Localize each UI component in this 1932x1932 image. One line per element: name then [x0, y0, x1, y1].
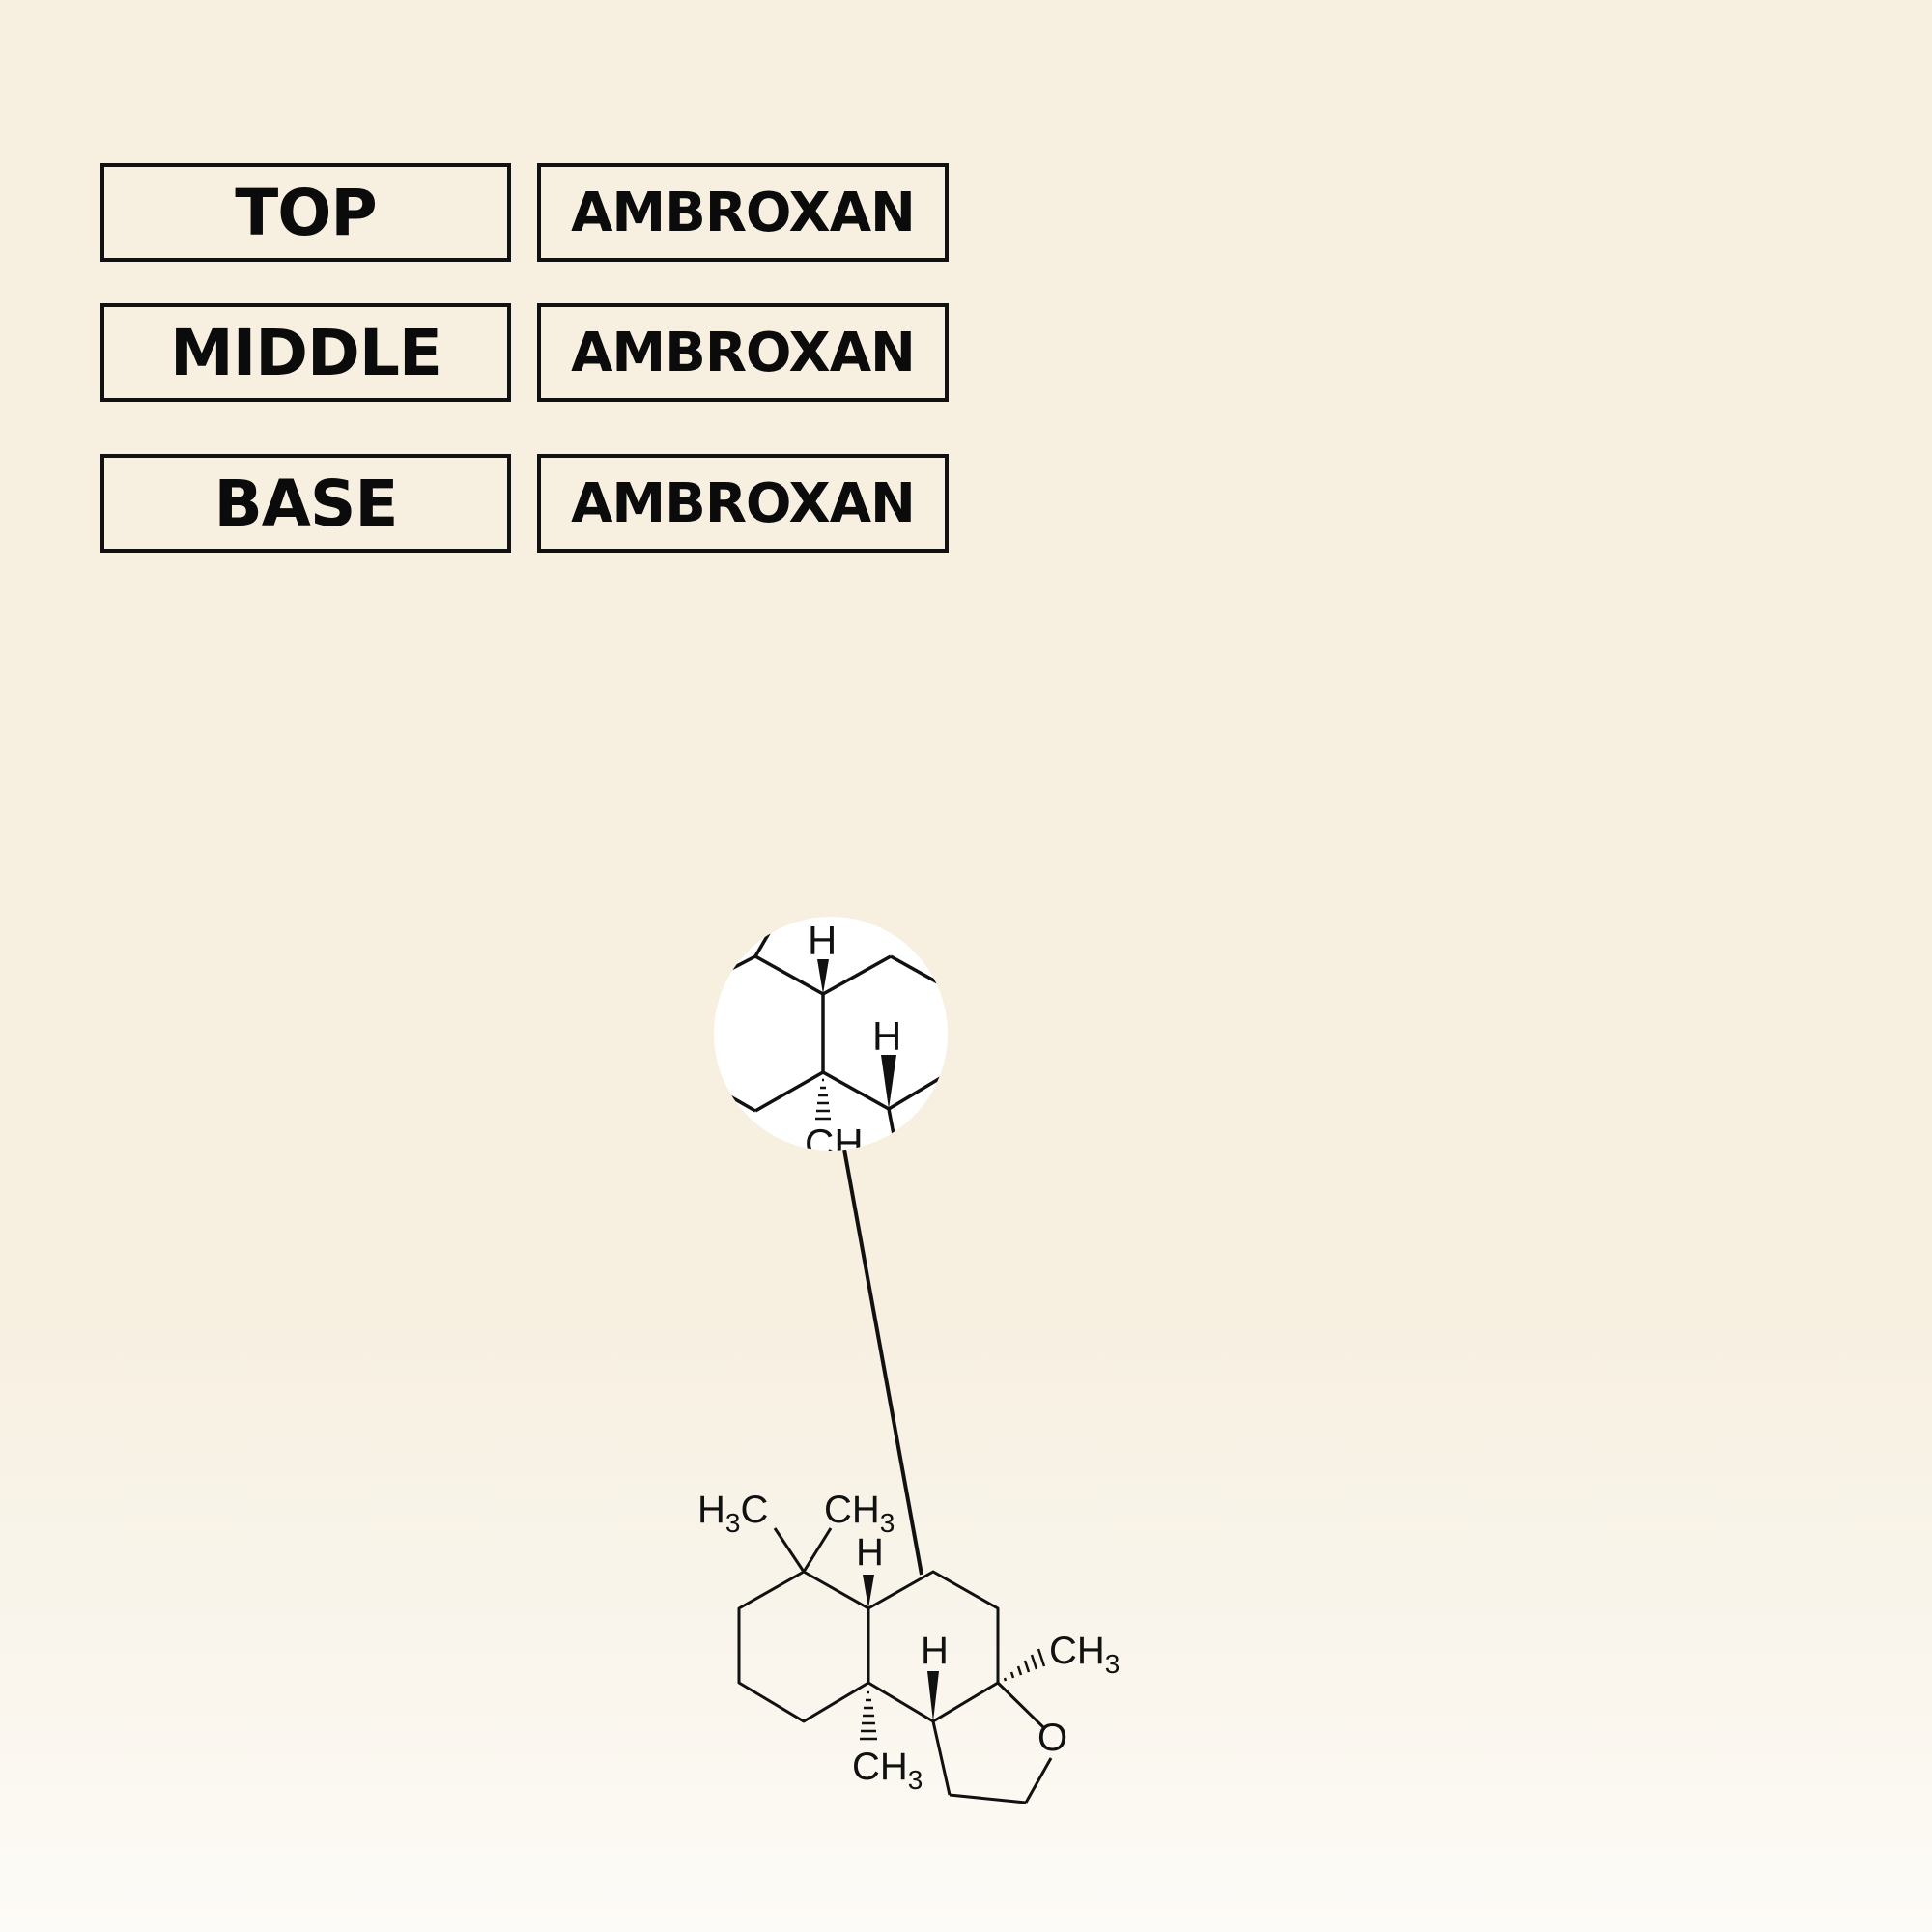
wedge-bond-bridge-h — [863, 1575, 874, 1608]
hash-bond-bottom-methyl — [860, 1690, 877, 1741]
tier-base-label: BASE — [100, 454, 511, 553]
ingredient-top-label: AMBROXAN — [537, 163, 949, 262]
zoom-h-right: H — [872, 1013, 901, 1059]
tier-middle-label: MIDDLE — [100, 303, 511, 402]
ch3-right-label: CH3 — [1049, 1630, 1120, 1679]
zoom-h-top: H — [808, 918, 837, 963]
hash-bond-right-methyl — [1003, 1648, 1046, 1682]
zoom-wedge-top — [817, 959, 829, 994]
ch3-bottom-label: CH3 — [852, 1746, 923, 1795]
zoom-leader-line — [842, 1149, 923, 1576]
h-ring-label: H — [921, 1630, 949, 1672]
ingredient-base-label: AMBROXAN — [537, 454, 949, 553]
zoom-wedge-right — [881, 1055, 896, 1109]
ch3-top-label: CH3 — [824, 1489, 895, 1538]
wedge-bond-ring-h — [927, 1671, 939, 1721]
ingredient-middle-label: AMBROXAN — [537, 303, 949, 402]
tier-top-label: TOP — [100, 163, 511, 262]
h3c-label: H3C — [697, 1489, 768, 1538]
oxygen-label: O — [1037, 1717, 1067, 1759]
zoom-hash-bond — [815, 1078, 831, 1121]
zoom-callout: H H CH — [714, 917, 948, 1166]
h-bridge-label: H — [856, 1531, 884, 1574]
zoom-ch-partial: CH — [805, 1121, 864, 1166]
